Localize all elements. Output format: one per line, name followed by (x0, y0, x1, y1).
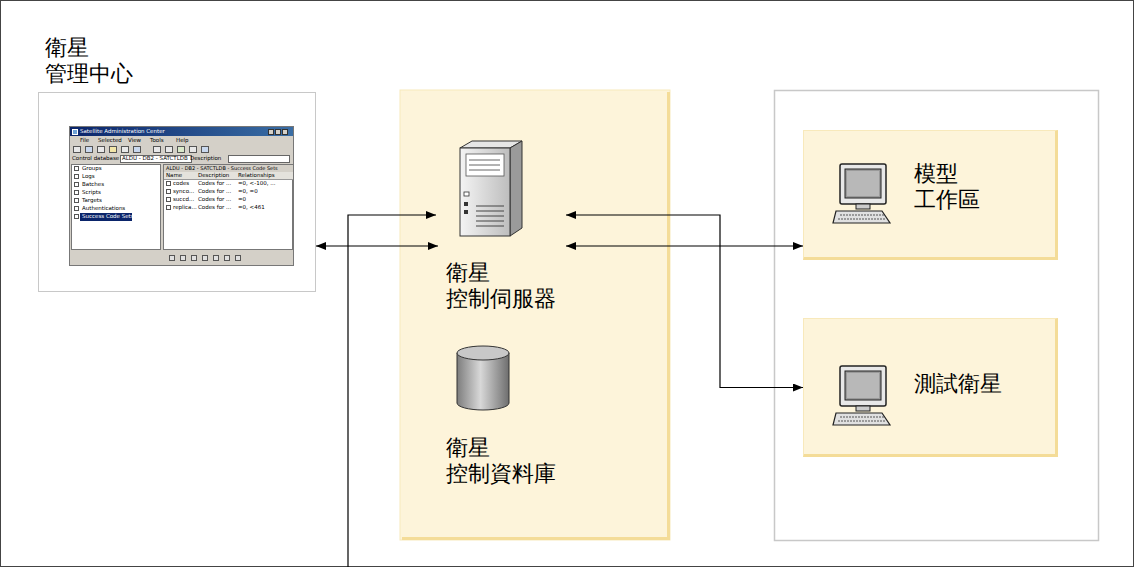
client-region (775, 91, 1099, 541)
mini-icon (153, 146, 161, 153)
mini-icon (109, 146, 117, 153)
mini-icon (213, 255, 219, 261)
app-icon (72, 129, 78, 135)
test-satellite-box: 測試衛星 (803, 318, 1058, 457)
screenshot-text: Codes for ... (198, 197, 231, 203)
mini-icon (166, 189, 171, 194)
screenshot-text: Targets (82, 198, 102, 204)
screenshot-text: Codes for ... (198, 181, 231, 187)
mini-icon (74, 190, 79, 195)
leader-line (348, 215, 436, 567)
mini-icon (74, 198, 79, 203)
mini-icon (121, 146, 129, 153)
node-label: 測試衛星 (914, 371, 1002, 397)
screenshot-text: Tools (150, 138, 164, 144)
mini-icon (177, 146, 185, 153)
screenshot-text: Success Code Sets (82, 214, 134, 220)
mini-icon (166, 181, 171, 186)
screenshot-text: succd... (173, 197, 194, 203)
screenshot-text: Description (190, 156, 221, 162)
screenshot-text: ALDU - DB2 - SATCTLDB (122, 156, 188, 162)
screenshot-text: Help (176, 138, 189, 144)
screenshot-text: Description (198, 173, 229, 179)
mini-icon (74, 166, 79, 171)
screenshot: Satellite Administration CenterFile Selec… (69, 126, 294, 266)
input-field (228, 155, 290, 163)
screenshot-text: =0, <-100, ... (238, 181, 275, 187)
icon-holder (832, 163, 892, 229)
mini-icon (201, 146, 209, 153)
icon-holder (832, 365, 892, 431)
server-panel (400, 90, 670, 540)
mini-icon (202, 255, 208, 261)
mini-icon (189, 146, 197, 153)
node-label: 衛星 管理中心 (45, 35, 133, 87)
row-icons (70, 127, 71, 128)
workstation-box: 模型 工作區 (803, 130, 1058, 260)
toolbar (70, 144, 293, 154)
screenshot-text: Authentications (82, 206, 125, 212)
connector-arrow (566, 245, 803, 246)
mini-icon (97, 146, 105, 153)
server-node: 衛星 控制伺服器 (438, 140, 566, 320)
mini-icon (224, 255, 230, 261)
screenshot-text: replica... (173, 205, 197, 211)
connector-arrow (566, 215, 803, 388)
mini-icon (191, 255, 197, 261)
mini-icon (85, 146, 93, 153)
computer-icon (832, 163, 892, 225)
screenshot-text: Selected (98, 138, 122, 144)
server-panel-edge (667, 92, 670, 540)
bottom-toolbar (163, 251, 293, 265)
screenshot-text: =0 (238, 197, 246, 203)
screenshot-text: =0, <461 (238, 205, 265, 211)
mini-icon (169, 255, 175, 261)
screenshot-text: Scripts (82, 190, 101, 196)
admin-center-box: 衛星 管理中心 Satellite Administration CenterF… (38, 92, 316, 292)
window-button (268, 129, 274, 135)
mini-icon (74, 182, 79, 187)
server-icon (450, 140, 525, 237)
node-label: 模型 工作區 (914, 161, 980, 213)
mini-icon (133, 146, 141, 153)
screenshot-text: codes (173, 181, 189, 187)
mini-icon (74, 214, 79, 219)
screenshot-text: Logs (82, 174, 95, 180)
mini-icon (166, 197, 171, 202)
database-node: 衛星 控制資料庫 (438, 340, 566, 495)
screenshot-text: Control database (72, 156, 119, 162)
screenshot-text: ALDU - DB2 - SATCTLDB - Success Code Set… (166, 166, 278, 171)
screenshot-text: Codes for ... (198, 205, 231, 211)
database-cylinder (455, 345, 511, 411)
mini-icon (165, 146, 173, 153)
screenshot-text: File (80, 138, 89, 144)
screenshot-text: synco... (173, 189, 194, 195)
node-label: 衛星 控制伺服器 (446, 260, 556, 312)
computer-icon (832, 365, 892, 427)
screenshot-text: Name (166, 173, 182, 179)
mini-icon (235, 255, 241, 261)
window-button (275, 129, 281, 135)
screenshot-text: Batches (82, 182, 104, 188)
screenshot-text: =0, =0 (238, 189, 258, 195)
screenshot-text: View (128, 138, 141, 144)
icon-holder (455, 345, 511, 415)
mini-icon (74, 206, 79, 211)
window-button (282, 129, 288, 135)
mini-icon (74, 174, 79, 179)
screenshot-text: Satellite Administration Center (80, 129, 165, 135)
node-label: 衛星 控制資料庫 (446, 435, 556, 487)
tree-icons (70, 127, 71, 128)
screenshot-text: Codes for ... (198, 189, 231, 195)
mini-icon (166, 205, 171, 210)
connector-arrow (316, 245, 438, 246)
mini-icon (180, 255, 186, 261)
mini-icon (73, 146, 81, 153)
screenshot-text: Relationships (238, 173, 275, 179)
icon-holder (450, 140, 525, 241)
server-panel-edge (402, 537, 670, 540)
screenshot-text: Groups (82, 166, 102, 172)
